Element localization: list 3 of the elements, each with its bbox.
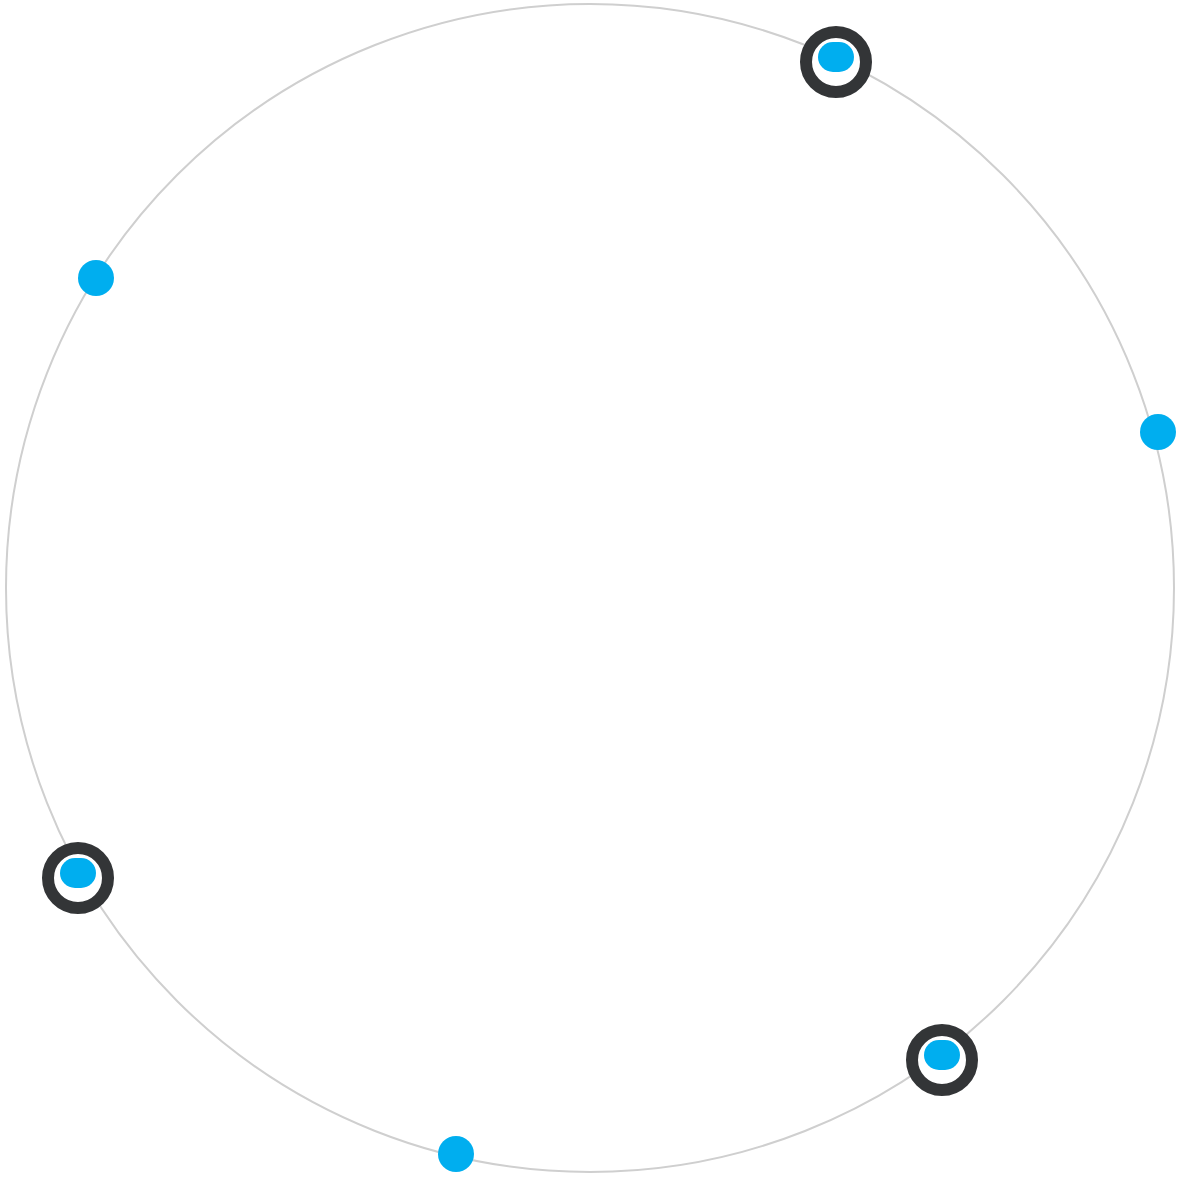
ring-marker [42, 842, 114, 914]
ring-marker [800, 26, 872, 98]
ring-marker [906, 1024, 978, 1096]
